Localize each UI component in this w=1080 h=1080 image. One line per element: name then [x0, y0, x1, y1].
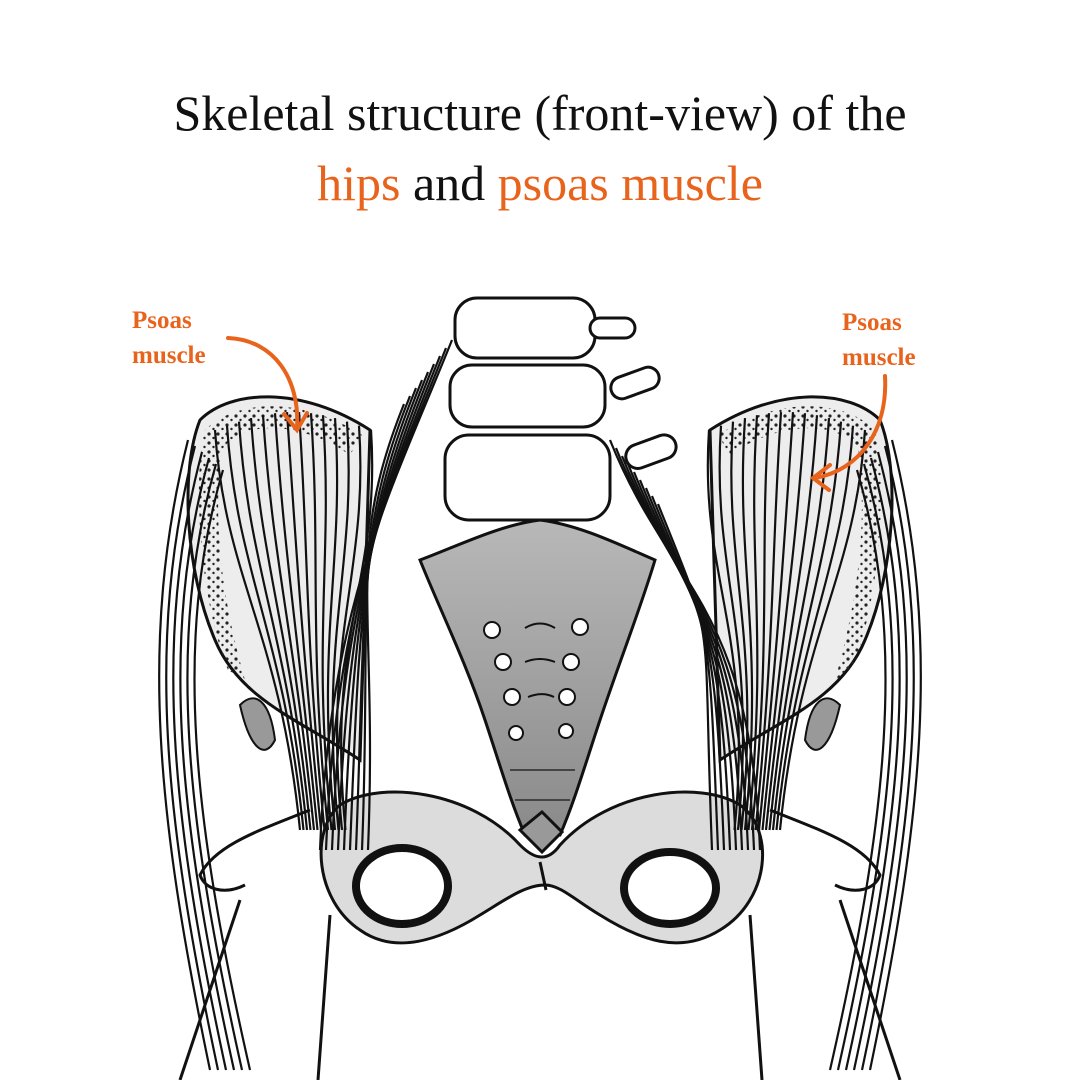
thigh-fiber [860, 445, 915, 1071]
muscle-fiber [761, 413, 807, 831]
thigh-fiber [836, 463, 894, 1071]
muscle-fiber [225, 425, 305, 831]
thigh-fiber [186, 463, 244, 1071]
muscle-fiber [366, 403, 406, 851]
page-title: Skeletal structure (front-view) of the h… [0, 78, 1080, 218]
title-and: and [400, 155, 498, 211]
psoas-muscle-fibers [158, 339, 922, 1071]
title-psoas: psoas muscle [497, 155, 763, 211]
muscle-fiber [285, 412, 323, 831]
thigh-fiber [172, 451, 228, 1071]
muscle-fiber [706, 429, 740, 831]
thigh-fiber [165, 445, 220, 1071]
muscle-fiber [249, 417, 312, 831]
label-left-line1: Psoas [132, 307, 192, 334]
muscle-fiber [754, 412, 783, 831]
muscle-fiber [757, 412, 795, 831]
muscle-fiber [656, 503, 714, 851]
title-line-1: Skeletal structure (front-view) of the [173, 85, 907, 141]
label-arrows [226, 336, 888, 492]
label-psoas-right: Psoas muscle [842, 305, 916, 375]
muscle-fiber [626, 463, 744, 851]
muscle-fiber [771, 421, 843, 831]
left-arrow [226, 336, 300, 430]
muscle-fiber [775, 425, 855, 831]
right-arrow [813, 374, 888, 480]
muscle-fiber [261, 415, 316, 831]
muscle-fiber [237, 421, 309, 831]
muscle-fiber [778, 429, 867, 831]
lumbar-vertebrae [443, 296, 678, 522]
thigh-fiber [158, 439, 212, 1071]
muscle-fiber [321, 415, 333, 831]
muscle-fiber [764, 415, 819, 831]
thigh-fiber [852, 451, 908, 1071]
muscle-fiber [632, 471, 738, 851]
right-obturator-foramen [620, 848, 720, 928]
thigh-fiber [179, 457, 236, 1071]
coccyx [517, 809, 565, 855]
muscle-fiber [614, 447, 756, 851]
muscle-fiber [309, 413, 330, 831]
thigh-fiber [193, 469, 252, 1071]
muscle-fiber [718, 425, 745, 831]
muscle-fiber [620, 455, 750, 851]
muscle-fiber [326, 417, 339, 831]
right-arrowhead [809, 463, 832, 492]
pubic-bone [319, 790, 765, 945]
label-right-line2: muscle [842, 344, 916, 371]
title-line-2: hips and psoas muscle [0, 148, 1080, 218]
left-obturator-foramen [352, 844, 452, 928]
thigh-fiber [844, 457, 901, 1071]
left-arrowhead [282, 411, 309, 434]
muscle-fiber [608, 439, 762, 851]
title-hips: hips [317, 155, 401, 211]
thigh-fiber [868, 439, 922, 1071]
muscle-fiber [750, 413, 771, 831]
muscle-fiber [747, 415, 759, 831]
muscle-fiber [273, 413, 319, 831]
muscle-fiber [213, 429, 302, 831]
label-left-line2: muscle [132, 342, 206, 369]
thigh-fiber [828, 469, 887, 1071]
label-right-line1: Psoas [842, 309, 902, 336]
label-psoas-left: Psoas muscle [132, 303, 206, 373]
muscle-fiber [297, 412, 326, 831]
